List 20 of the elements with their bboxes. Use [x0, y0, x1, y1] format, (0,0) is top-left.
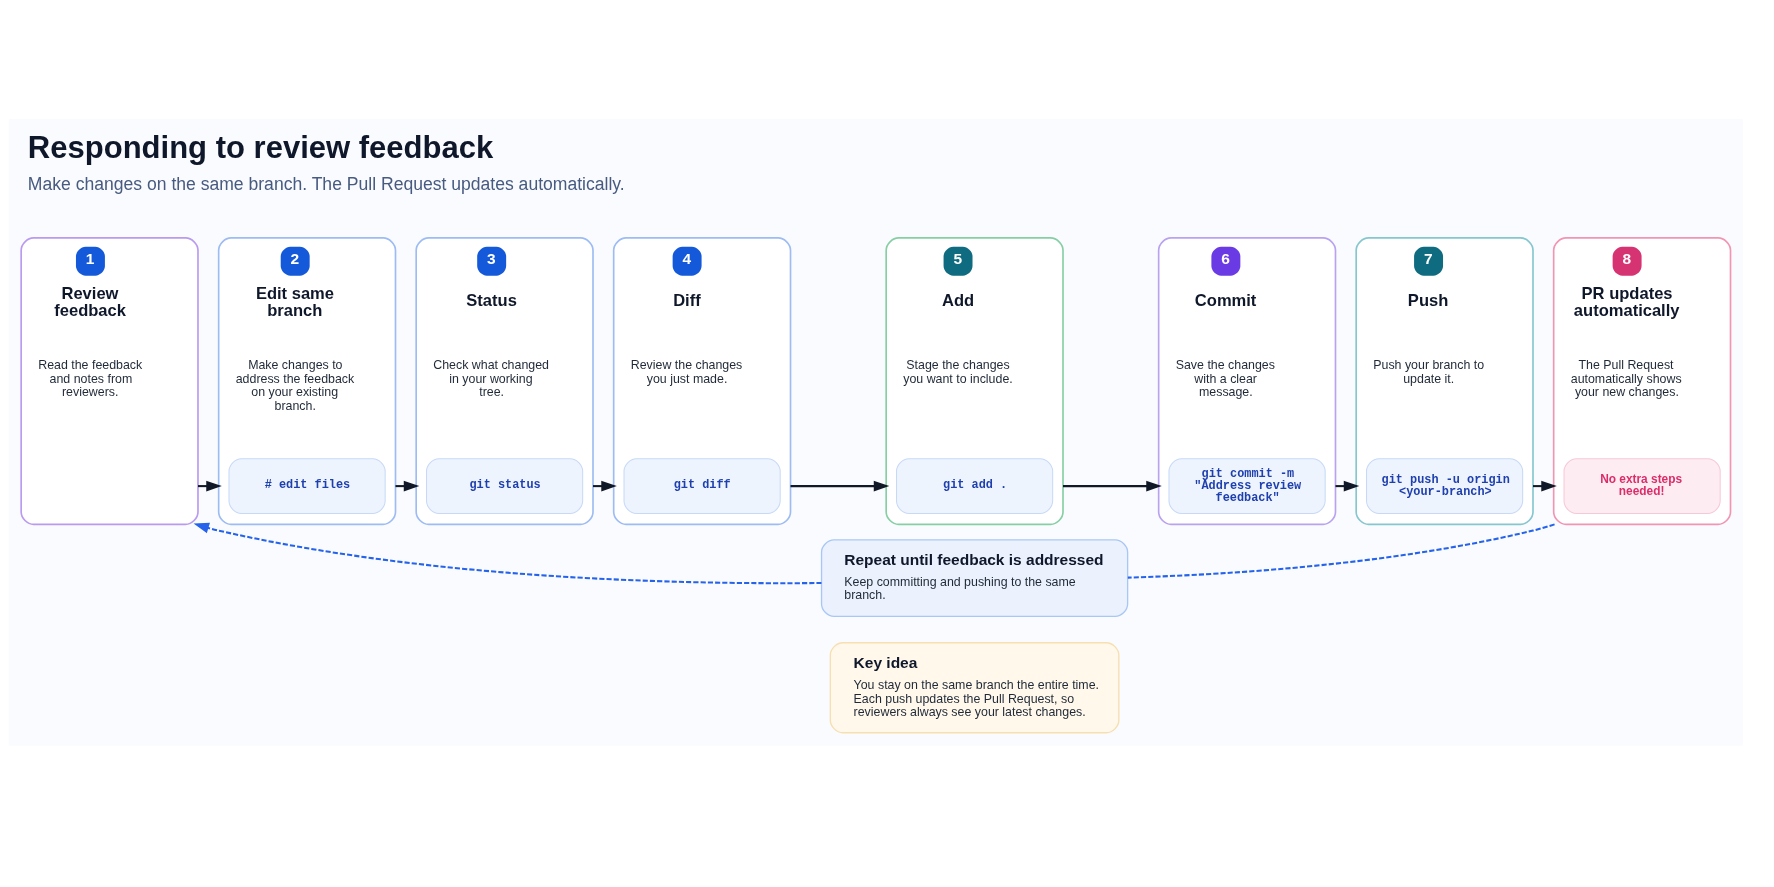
- node-box: git add .: [896, 458, 1054, 515]
- node-box: git commit -m "Address review feedback": [1168, 458, 1326, 515]
- node-box: git push -u origin <your-branch>: [1366, 458, 1524, 515]
- arrow: [1335, 480, 1360, 492]
- arrow: [395, 480, 420, 492]
- caption: Make changes on the same branch. The Pull Request updates automatically.: [27, 174, 625, 195]
- node-box: Repeat until feedback is addressed Keep committing and pushing to the same branch.: [820, 539, 1129, 618]
- node-box: git diff: [623, 458, 781, 515]
- node-box: git status: [426, 458, 584, 515]
- arrow: [593, 480, 617, 492]
- node-box: No extra steps needed!: [1563, 458, 1721, 515]
- arrow: [198, 480, 222, 492]
- diagram-title: Responding to review feedback: [27, 129, 494, 165]
- arrow: [1063, 480, 1162, 492]
- arrow: [193, 522, 822, 585]
- node-box: 1 Review feedback Read the feedback and notes from reviewers.: [20, 237, 199, 526]
- arrow: [1533, 480, 1557, 492]
- node-box: # edit files: [228, 458, 386, 515]
- connector: [1127, 523, 1555, 579]
- arrow: [790, 480, 890, 492]
